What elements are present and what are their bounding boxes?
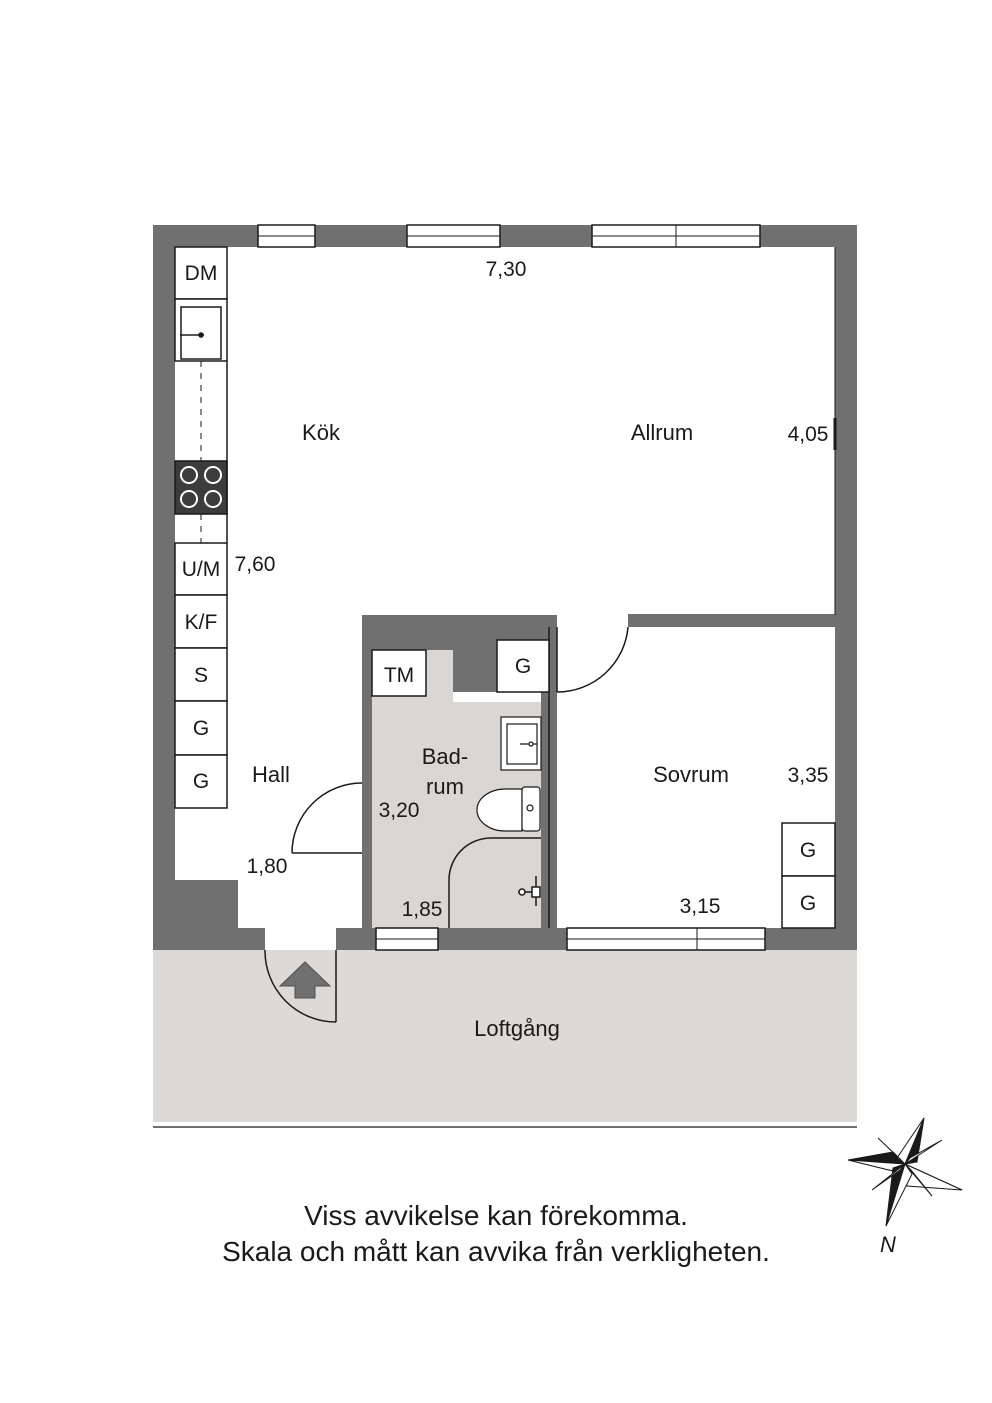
label-kf: K/F — [185, 611, 218, 634]
room-label-badrum-1: Bad- — [422, 744, 468, 769]
counter-g2 — [174, 754, 228, 809]
room-label-badrum-2: rum — [426, 774, 464, 799]
sovrum-g1 — [781, 822, 836, 877]
window-bath — [375, 927, 439, 951]
counter-um — [174, 542, 228, 596]
label-g-sov1: G — [800, 839, 816, 862]
door-bathroom — [291, 782, 363, 854]
window-top-3 — [591, 224, 761, 248]
dim-sovrum-width: 3,15 — [680, 895, 721, 918]
sovrum-top-wall — [628, 614, 835, 627]
disclaimer-line-1: Viss avvikelse kan förekomma. — [304, 1200, 688, 1231]
dim-right-height: 4,05 — [788, 423, 829, 446]
entrance-arrow-icon — [278, 961, 332, 999]
shower-wall — [448, 837, 541, 928]
room-label-sovrum: Sovrum — [653, 762, 729, 787]
bathroom-floor — [372, 650, 541, 928]
tm-cabinet — [371, 649, 427, 697]
room-label-allrum: Allrum — [631, 420, 693, 445]
dim-hall-width: 1,80 — [247, 855, 288, 878]
room-label-loftgang: Loftgång — [474, 1016, 560, 1041]
window-top-1 — [257, 224, 316, 248]
room-label-kok: Kök — [302, 420, 341, 445]
label-g-sov2: G — [800, 892, 816, 915]
toilet-icon — [476, 786, 541, 832]
counter-s — [174, 647, 228, 702]
label-s: S — [194, 664, 208, 687]
dim-top-width: 7,30 — [486, 258, 527, 281]
faucet-icon — [180, 332, 204, 338]
label-tm: TM — [384, 664, 414, 687]
door-sovrum — [556, 626, 629, 693]
door-entrance — [264, 949, 337, 1023]
counter-kf — [174, 594, 228, 649]
shower-icon — [518, 876, 541, 906]
dim-bath-height: 3,20 — [379, 799, 420, 822]
window-sovrum — [566, 927, 766, 951]
disclaimer-line-2: Skala och mått kan avvika från verklighe… — [222, 1236, 770, 1267]
sovrum-g2 — [781, 875, 836, 929]
dim-bath-width: 1,85 — [402, 898, 443, 921]
window-top-2 — [406, 224, 501, 248]
counter-dm — [174, 246, 228, 300]
stove-icon — [180, 466, 222, 508]
label-um: U/M — [182, 558, 221, 581]
label-g1: G — [193, 717, 209, 740]
label-g-bath: G — [515, 655, 531, 678]
bath-g-nook — [453, 640, 497, 692]
bath-sink-icon — [500, 716, 542, 771]
dim-sovrum-height: 3,35 — [788, 764, 829, 787]
room-label-hall: Hall — [252, 762, 290, 787]
kitchen-counter — [174, 246, 228, 809]
bath-g-cabinet — [496, 639, 550, 693]
compass-rose-icon — [847, 1117, 963, 1227]
compass-north-label: N — [880, 1232, 896, 1257]
dim-kitchen-length: 7,60 — [235, 553, 276, 576]
counter-g1 — [174, 700, 228, 756]
label-dm: DM — [185, 262, 218, 285]
label-g2: G — [193, 770, 209, 793]
